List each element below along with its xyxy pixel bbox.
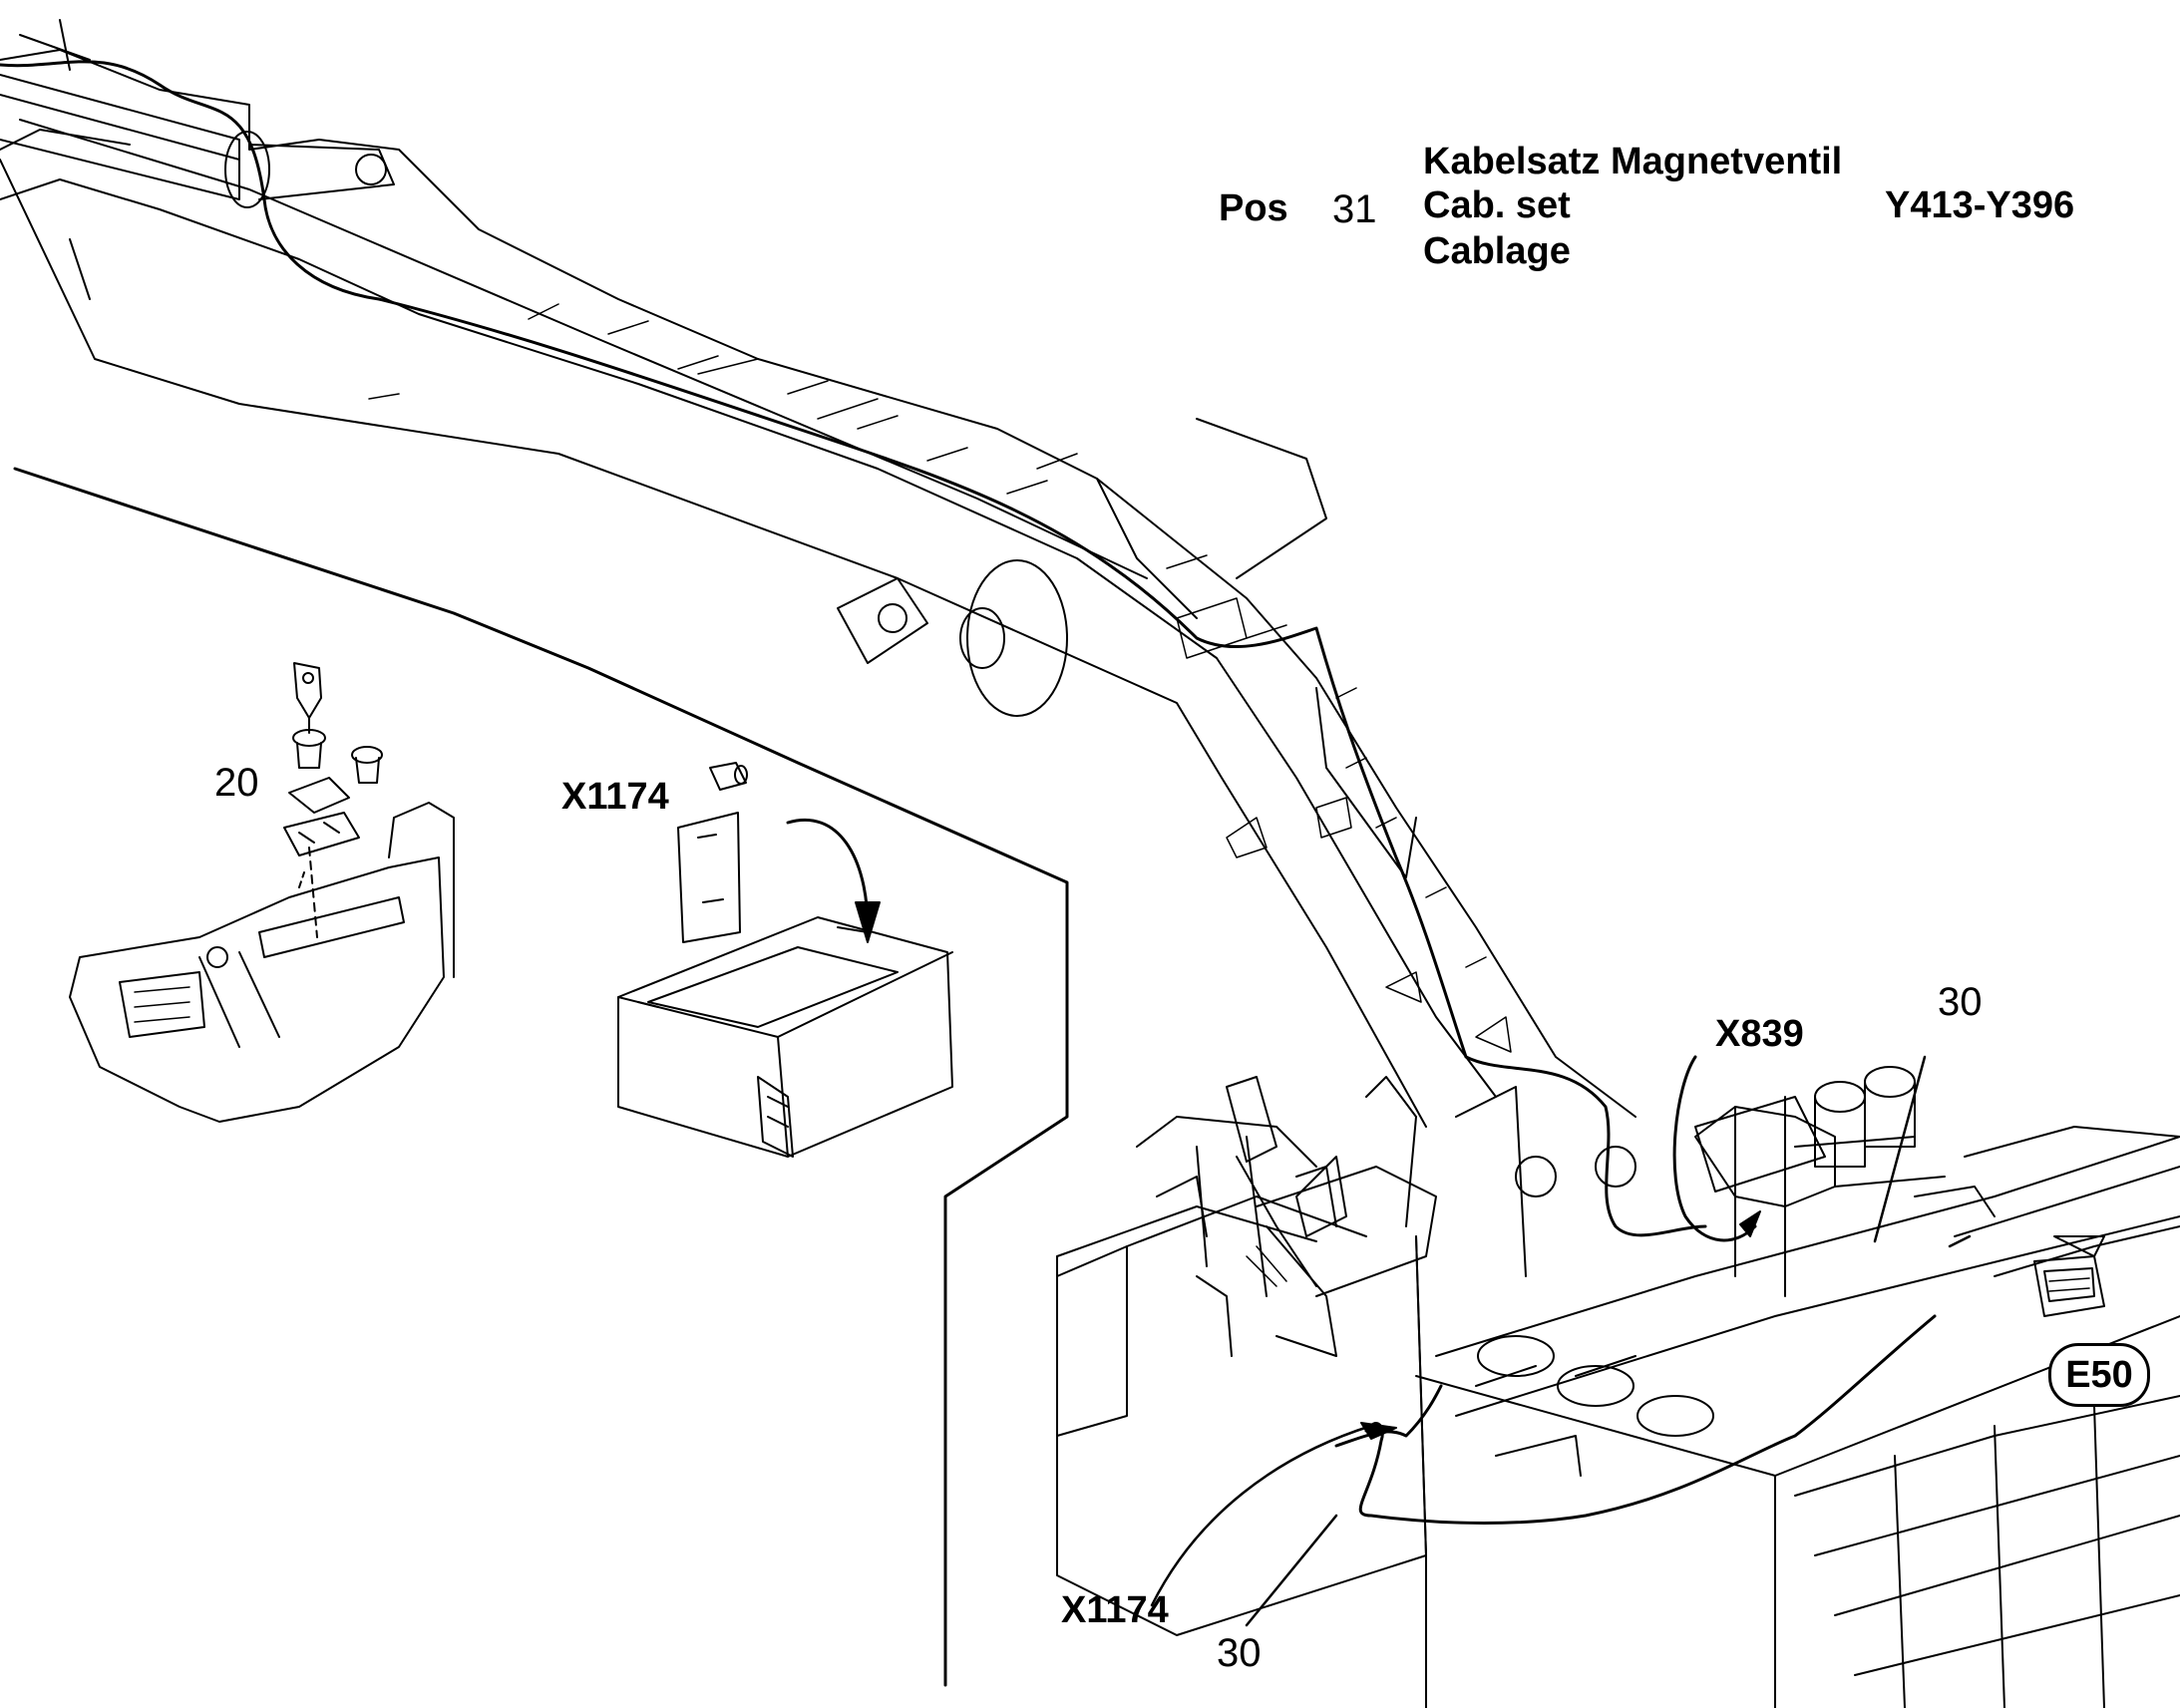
- wiring-harness-line: [0, 60, 1707, 1237]
- part-name-german: Kabelsatz Magnetventil: [1423, 141, 1843, 182]
- callout-item-30-lower: 30: [1217, 1631, 1262, 1675]
- e50-unit-drawing: [2033, 1255, 2105, 1317]
- callout-x839: X839: [1715, 1013, 1804, 1055]
- callout-item-30-upper: 30: [1938, 980, 1983, 1024]
- leader-arrow-x839: [1739, 1210, 1761, 1237]
- cab-seat-drawing: [1056, 1076, 1367, 1437]
- leader-lines: [1150, 1055, 1972, 1627]
- part-range: Y413-Y396: [1885, 184, 2075, 226]
- x839-harness: [1672, 1055, 1757, 1242]
- boom-foot: [837, 559, 1068, 717]
- callout-x1174-upper: X1174: [561, 776, 669, 818]
- detail-separator-line: [13, 467, 1069, 1687]
- pos-label: Pos: [1219, 187, 1288, 229]
- upper-structure-drawing: [1056, 1076, 2180, 1708]
- lower-wiring-harness: [1358, 1314, 1937, 1525]
- boom-details: [368, 303, 1512, 1053]
- part-name-english: Cab. set: [1423, 184, 1571, 226]
- part-name-french: Cablage: [1423, 230, 1571, 272]
- callout-item-20: 20: [214, 761, 259, 805]
- control-console-drawing: [69, 802, 455, 1123]
- battery-box-drawing: [617, 762, 953, 1158]
- callout-x1174-lower: X1174: [1061, 1589, 1169, 1631]
- x1174-harness: [1334, 1384, 1443, 1448]
- leader-arrow-x1174: [1360, 1422, 1397, 1440]
- right-machinery-drawing: [1694, 1066, 2180, 1277]
- pos-number: 31: [1332, 187, 1377, 231]
- callout-e50-badge: E50: [2048, 1343, 2150, 1407]
- key-switch-parts: [283, 662, 383, 856]
